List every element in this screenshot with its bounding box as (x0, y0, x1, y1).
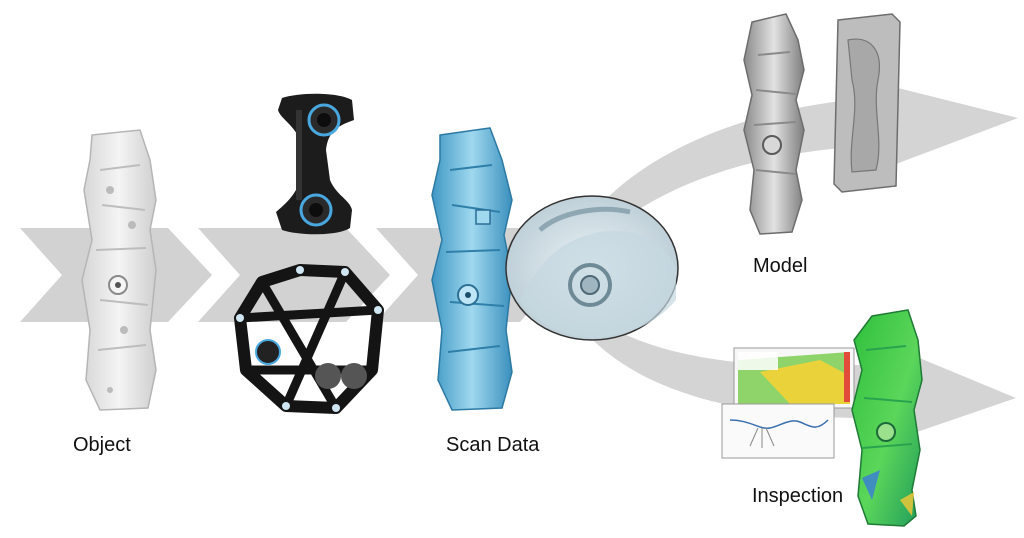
object-part-icon (81, 129, 157, 411)
inspection-label: Inspection (752, 485, 844, 507)
zoom-detail-icon (505, 195, 679, 341)
cad-model-icon (743, 13, 901, 235)
inspection-report-screen-bottom (721, 403, 835, 459)
inspection-report-screen-top (733, 347, 855, 409)
scan-data-label: Scan Data (446, 434, 540, 456)
blue-scan-mesh-icon (431, 127, 513, 411)
arrow-to-model (575, 78, 1018, 240)
optical-tracker-icon (234, 264, 384, 414)
handheld-scanner-icon (276, 93, 354, 235)
inspection-icon (721, 309, 923, 527)
object-label: Object (73, 434, 131, 456)
color-deviation-map-icon (851, 309, 923, 527)
model-label: Model (753, 255, 808, 277)
